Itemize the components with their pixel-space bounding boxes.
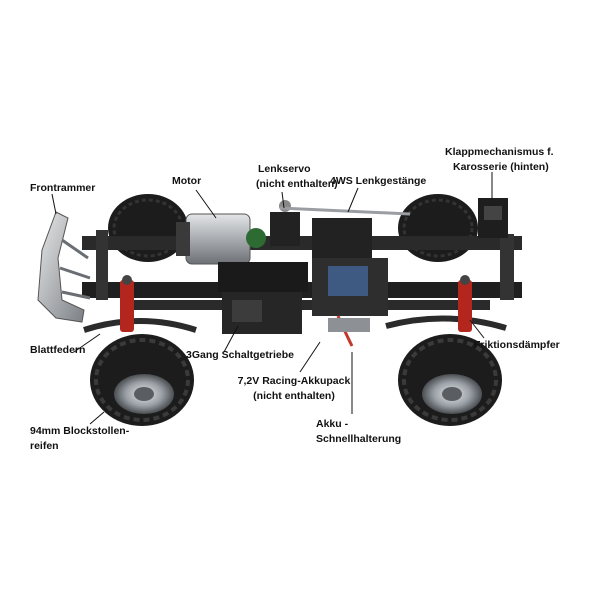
gearbox — [218, 262, 308, 334]
label-reifen-1: 94mm Blockstollen- — [30, 425, 130, 437]
label-lenkservo-2: (nicht enthalten) — [256, 178, 338, 190]
label-schaltgetriebe: 3Gang Schaltgetriebe — [186, 349, 294, 361]
leader-reifen — [89, 411, 105, 425]
leader-lenkgestaenge — [347, 187, 359, 213]
label-daempfer: Friktionsdämpfer — [474, 339, 560, 351]
leader-daempfer — [469, 319, 485, 339]
label-lenkservo-1: Lenkservo — [258, 163, 311, 175]
leader-motor — [195, 189, 217, 219]
body-flip-mechanism — [478, 198, 508, 238]
leader-schaltgetriebe — [223, 325, 239, 353]
front-bumper — [37, 211, 91, 323]
battery-quick-mount — [328, 318, 370, 332]
label-klapp-1: Klappmechanismus f. — [445, 146, 554, 158]
leader-blattfedern — [73, 333, 101, 353]
label-lenkgestaenge: 4WS Lenkgestänge — [330, 175, 427, 187]
battery-pack — [312, 218, 388, 347]
leader-frontrammer — [51, 193, 57, 215]
label-frontrammer: Frontrammer — [30, 182, 96, 194]
motor — [176, 213, 266, 265]
leader-lenkservo — [281, 191, 285, 209]
label-akku-1: 7,2V Racing-Akkupack — [237, 375, 351, 387]
label-halterung-1: Akku - — [316, 418, 349, 430]
rear-shock-absorber — [458, 275, 472, 332]
label-blattfedern: Blattfedern — [30, 344, 86, 356]
4ws-steering-linkage — [279, 206, 411, 216]
front-left-tire — [90, 334, 194, 426]
rear-right-tire — [398, 194, 478, 262]
label-reifen-2: reifen — [30, 440, 59, 452]
label-halterung-2: Schnellhalterung — [316, 433, 402, 445]
rear-leaf-spring — [385, 315, 507, 331]
front-shock-absorber — [120, 275, 134, 332]
leader-akku — [299, 341, 321, 373]
label-klapp-2: Karosserie (hinten) — [453, 161, 549, 173]
label-motor: Motor — [172, 175, 202, 187]
front-leaf-spring — [83, 318, 197, 333]
front-right-tire — [398, 334, 502, 426]
label-akku-2: (nicht enthalten) — [253, 390, 335, 402]
